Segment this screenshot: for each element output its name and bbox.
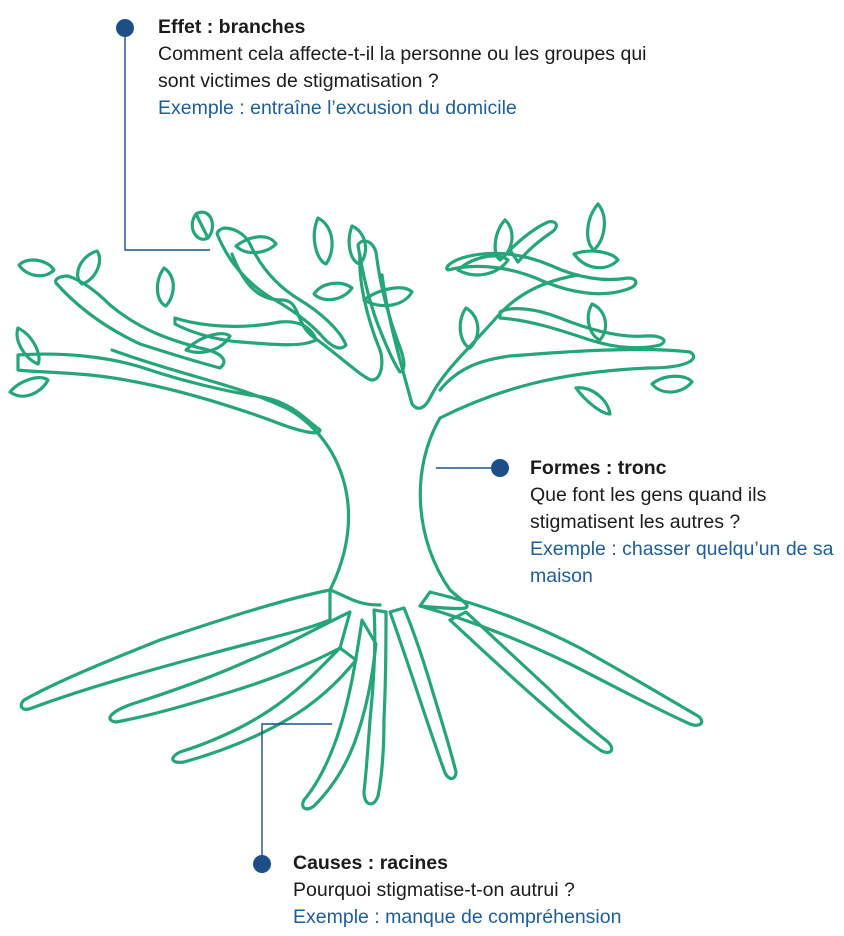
formes-callout: Formes : tronc Que font les gens quand i… bbox=[530, 455, 840, 590]
leaf bbox=[588, 204, 605, 250]
effet-callout: Effet : branches Comment cela affecte-t-… bbox=[158, 14, 678, 122]
leaf bbox=[10, 378, 48, 396]
leaf bbox=[460, 308, 478, 348]
leaf bbox=[652, 376, 692, 392]
formes-example: Exemple : chasser quelqu’un de sa maison bbox=[530, 536, 840, 590]
leaf bbox=[236, 237, 276, 253]
leaf bbox=[574, 251, 618, 268]
leaf bbox=[576, 388, 610, 414]
root-right-low bbox=[450, 612, 612, 752]
effet-question: Comment cela affecte-t-il la personne ou… bbox=[158, 41, 678, 95]
root-center bbox=[364, 610, 386, 804]
effet-title: Effet : branches bbox=[158, 14, 678, 41]
left-branch bbox=[18, 354, 320, 433]
root-center-right bbox=[390, 608, 456, 779]
causes-title: Causes : racines bbox=[293, 850, 833, 877]
root-left-low bbox=[173, 648, 356, 762]
leaf bbox=[314, 218, 332, 264]
effet-marker-dot bbox=[116, 19, 134, 37]
root-left bbox=[110, 612, 350, 722]
right-mid-branch bbox=[500, 309, 664, 348]
root-right bbox=[420, 592, 702, 725]
leaf bbox=[78, 251, 100, 284]
formes-question: Que font les gens quand ils stigmatisent… bbox=[530, 482, 840, 536]
leaf bbox=[19, 260, 54, 276]
causes-marker-dot bbox=[253, 855, 271, 873]
causes-callout: Causes : racines Pourquoi stigmatise-t-o… bbox=[293, 850, 833, 931]
root-far-left bbox=[21, 590, 330, 709]
connectors bbox=[125, 28, 500, 864]
effet-example: Exemple : entraîne l’excusion du domicil… bbox=[158, 95, 678, 122]
leaf bbox=[588, 304, 605, 340]
causes-example: Exemple : manque de compréhension bbox=[293, 904, 833, 931]
causes-connector-line bbox=[262, 724, 332, 864]
leaf bbox=[314, 283, 352, 299]
formes-title: Formes : tronc bbox=[530, 455, 840, 482]
causes-question: Pourquoi stigmatise-t-on autrui ? bbox=[293, 877, 833, 904]
leaf bbox=[192, 212, 212, 239]
formes-marker-dot bbox=[491, 459, 509, 477]
leaf bbox=[157, 268, 173, 306]
leaf bbox=[17, 328, 39, 364]
